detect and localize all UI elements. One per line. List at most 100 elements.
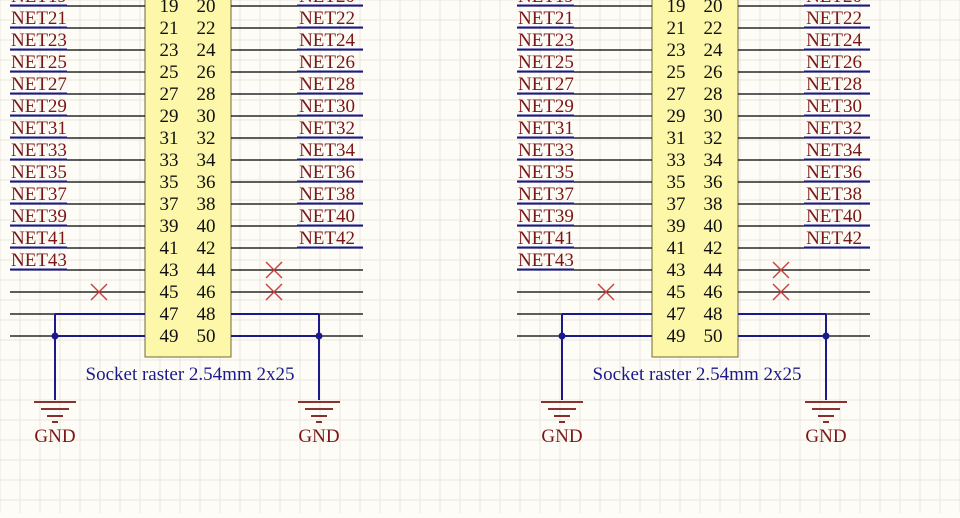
pin-number-even: 34 (197, 150, 217, 171)
pin-number-even: 44 (197, 260, 217, 281)
pin-number-even: 20 (704, 0, 723, 17)
net-label-left: NET33 (11, 140, 67, 161)
pin-number-even: 20 (197, 0, 216, 17)
net-label-left: NET35 (518, 162, 574, 183)
net-label-right: NET42 (299, 228, 355, 249)
pin-number-even: 36 (704, 172, 723, 193)
connector-body (144, 0, 232, 358)
pin-number-odd: 45 (160, 282, 179, 303)
ground-symbol: GND (541, 401, 583, 447)
pin-number-odd: 49 (160, 326, 179, 347)
net-label-right: NET42 (806, 228, 862, 249)
pin-number-even: 50 (704, 326, 723, 347)
pin-number-odd: 33 (667, 150, 686, 171)
pin-number-even: 42 (197, 238, 216, 259)
pin-number-even: 48 (197, 304, 216, 325)
net-label-right: NET22 (806, 8, 862, 29)
pin-number-odd: 27 (667, 84, 686, 105)
pin-number-odd: 21 (667, 18, 686, 39)
no-connect-marker (90, 283, 108, 301)
net-label-right: NET28 (806, 74, 862, 95)
net-label-left: NET27 (11, 74, 67, 95)
pin-number-odd: 43 (667, 260, 686, 281)
net-label-left: NET37 (11, 184, 67, 205)
pin-number-even: 38 (704, 194, 723, 215)
pin-number-even: 38 (197, 194, 216, 215)
connector-body (651, 0, 739, 358)
pin-number-odd: 39 (160, 216, 179, 237)
ground-label: GND (541, 426, 582, 447)
net-label-right: NET20 (299, 0, 355, 7)
net-label-left: NET19 (11, 0, 67, 7)
pin-number-odd: 49 (667, 326, 686, 347)
no-connect-marker (265, 283, 283, 301)
no-connect-marker (772, 283, 790, 301)
net-label-right: NET40 (806, 206, 862, 227)
pin-row: 1920NET19NET20 (10, 0, 363, 17)
pin-number-even: 42 (704, 238, 723, 259)
no-connect-stroke (90, 283, 108, 301)
pin-row: 45 46 (10, 282, 363, 303)
net-label-left: NET19 (518, 0, 574, 7)
net-label-left: NET33 (518, 140, 574, 161)
pin-number-odd: 45 (667, 282, 686, 303)
no-connect-stroke (772, 283, 790, 301)
net-label-right: NET40 (299, 206, 355, 227)
no-connect-stroke (772, 261, 790, 279)
net-label-right: NET36 (806, 162, 862, 183)
no-connect-stroke (265, 261, 283, 279)
net-label-left: NET23 (518, 30, 574, 51)
ground-wires (561, 313, 827, 400)
no-connect-stroke (597, 283, 615, 301)
pin-number-odd: 47 (667, 304, 686, 325)
pin-number-even: 46 (197, 282, 216, 303)
net-label-right: NET32 (806, 118, 862, 139)
net-label-right: NET28 (299, 74, 355, 95)
net-label-left: NET27 (518, 74, 574, 95)
pin-number-even: 34 (704, 150, 724, 171)
ground-label: GND (805, 426, 846, 447)
net-label-left: NET29 (518, 96, 574, 117)
pin-number-even: 30 (197, 106, 216, 127)
pin-number-odd: 41 (667, 238, 686, 259)
net-label-right: NET30 (806, 96, 862, 117)
pin-number-even: 24 (704, 40, 724, 61)
pin-number-odd: 27 (160, 84, 179, 105)
pin-number-odd: 31 (160, 128, 179, 149)
pin-number-even: 26 (197, 62, 216, 83)
no-connect-stroke (265, 283, 283, 301)
pin-number-odd: 33 (160, 150, 179, 171)
net-label-right: NET38 (806, 184, 862, 205)
ground-label: GND (34, 426, 75, 447)
pin-number-even: 32 (704, 128, 723, 149)
net-label-left: NET35 (11, 162, 67, 183)
net-label-left: NET39 (11, 206, 67, 227)
component-value: Socket raster 2.54mm 2x25 (593, 364, 802, 385)
pin-number-odd: 39 (667, 216, 686, 237)
pin-number-odd: 25 (667, 62, 686, 83)
pin-number-even: 28 (704, 84, 723, 105)
pin-number-odd: 35 (667, 172, 686, 193)
net-label-right: NET26 (806, 52, 862, 73)
pin-number-odd: 25 (160, 62, 179, 83)
net-label-right: NET22 (299, 8, 355, 29)
net-label-left: NET21 (11, 8, 67, 29)
junction-dot (315, 332, 323, 340)
pin-number-odd: 47 (160, 304, 179, 325)
ground-symbol: GND (805, 401, 847, 447)
net-label-left: NET39 (518, 206, 574, 227)
pin-number-even: 40 (704, 216, 723, 237)
pin-row: 35 36 NET35 NET36 (517, 162, 870, 193)
pin-number-even: 44 (704, 260, 724, 281)
pin-number-odd: 19 (667, 0, 686, 17)
